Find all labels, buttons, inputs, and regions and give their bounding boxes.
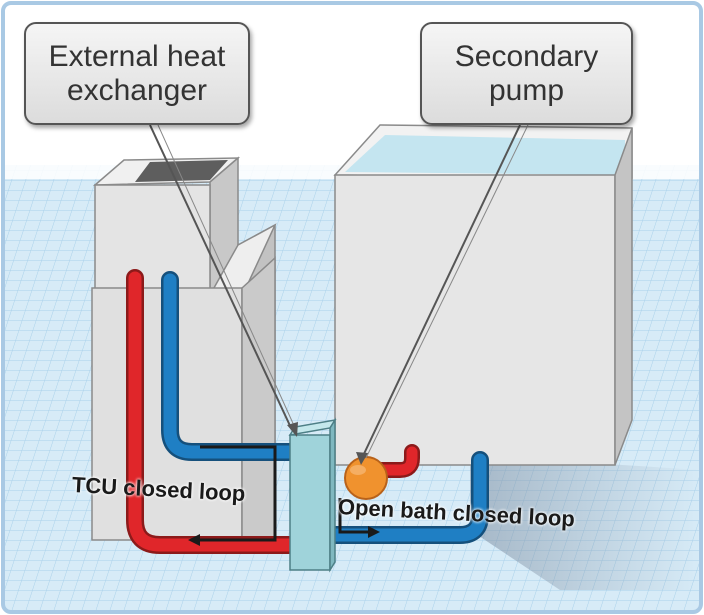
secondary-pump-callout: Secondary pump (420, 22, 633, 125)
hx-pointer-line (149, 124, 293, 431)
secondary-pump (344, 456, 388, 500)
tcu-unit (91, 156, 277, 541)
pump-pointer-line (361, 124, 521, 459)
bath-flow-arrow (338, 498, 368, 534)
pump-pointer-line-2 (365, 124, 529, 459)
bath-flow-arrowhead (368, 526, 380, 538)
open-bath (333, 124, 633, 466)
heat-exchanger (288, 417, 337, 573)
tcu-flow-arrowhead (188, 534, 200, 546)
tcu-pipes (126, 269, 299, 554)
bath-shadow (470, 455, 700, 590)
heat-exchanger-callout: External heat exchanger (24, 22, 250, 125)
bath-pipes (321, 444, 489, 544)
hx-pointer-line-2 (157, 124, 297, 431)
tcu-flow-arrow (200, 445, 277, 542)
hx-pointer-arrowhead (287, 422, 298, 437)
pump-pointer-arrowhead (356, 452, 368, 465)
